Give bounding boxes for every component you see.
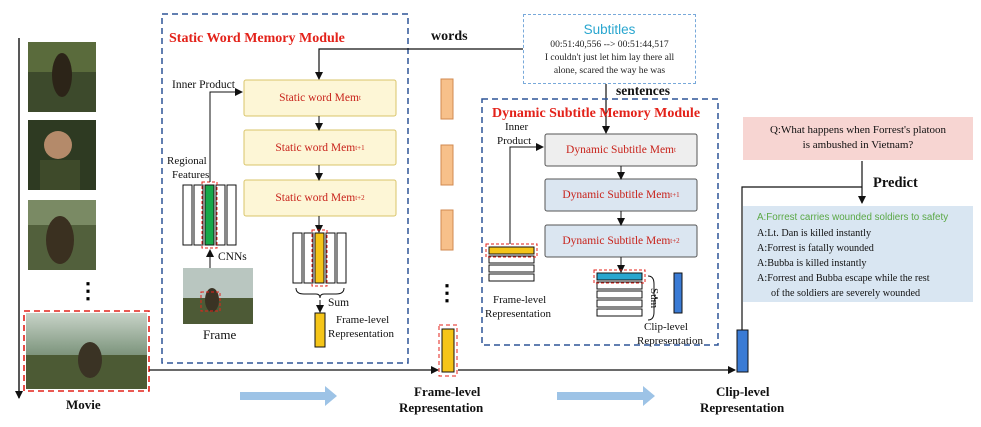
regional-label-2: Features — [172, 169, 210, 181]
static-mem-t — [243, 79, 397, 117]
frame-bar-1 — [440, 78, 454, 120]
frame-image — [183, 268, 253, 324]
dynamic-clip-level-2: Representation — [637, 335, 703, 347]
frame-bar-2 — [440, 144, 454, 186]
answer-option: A:Forrest and Bubba escape while the res… — [757, 273, 930, 284]
answer-option: A:Forrest carries wounded soldiers to sa… — [757, 212, 949, 223]
static-frame-level-bar — [314, 312, 326, 348]
frame-label: Frame — [203, 327, 237, 342]
question-line-2: is ambushed in Vietnam? — [802, 139, 914, 151]
answer-option: A:Lt. Dan is killed instantly — [757, 228, 872, 239]
regional-features-stack — [182, 181, 237, 249]
subtitles-line-1: I couldn't just let him lay there all — [544, 52, 675, 63]
sentences-label: sentences — [616, 83, 670, 98]
movie-frame-3 — [28, 200, 96, 270]
clip-level-bar — [736, 329, 749, 373]
question-line-1: Q:What happens when Forrest's platoon — [769, 124, 947, 136]
subtitles-title: Subtitles — [583, 22, 636, 37]
predict-label: Predict — [873, 175, 918, 191]
static-sum-label: Sum — [328, 297, 350, 309]
clip-level-bar-small — [673, 272, 683, 314]
question-box: Q:What happens when Forrest's platoon is… — [743, 117, 973, 160]
dynamic-inner-label-1: Inner — [505, 121, 529, 133]
answer-option: A:Forrest is fatally wounded — [757, 243, 874, 254]
static-frame-level-1: Frame-level — [336, 314, 390, 326]
regional-label-1: Regional — [167, 155, 207, 167]
dynamic-clip-level-1: Clip-level — [644, 321, 688, 333]
bottom-frame-level-2: Representation — [399, 400, 484, 415]
bottom-clip-level-1: Clip-level — [716, 384, 770, 399]
movie-frame-2 — [28, 120, 96, 190]
movie-dots: ⋮ — [77, 278, 99, 303]
dynamic-frame-level-2: Representation — [485, 308, 551, 320]
words-arrow — [315, 48, 523, 80]
flow-arrow-2 — [557, 386, 655, 406]
subtitles-box: Subtitles 00:51:40,556 --> 00:51:44,517 … — [523, 14, 696, 84]
dynamic-module-title: Dynamic Subtitle Memory Module — [492, 106, 701, 121]
subtitles-line-2: alone, scared the way he was — [553, 65, 666, 76]
bottom-clip-level-2: Representation — [700, 400, 785, 415]
answer-option: A:Bubba is killed instantly — [757, 258, 867, 269]
dynamic-sum-stack — [593, 269, 646, 317]
words-label: words — [431, 29, 468, 44]
movie-label: Movie — [66, 397, 101, 412]
dynamic-sum-label: Sum — [648, 288, 660, 309]
frame-bar-final — [441, 328, 455, 373]
frame-dots: ⋮ — [436, 280, 458, 305]
static-module-title: Static Word Memory Module — [169, 31, 345, 46]
dynamic-frame-stack — [485, 243, 538, 282]
dynamic-inner-product-arrow — [509, 143, 544, 244]
bottom-frame-level-1: Frame-level — [414, 384, 481, 399]
answer-option: of the soldiers are severely wounded — [771, 288, 921, 299]
inner-product-arrow — [209, 88, 243, 182]
cnns-label: CNNs — [218, 251, 247, 263]
movie-frame-1 — [28, 42, 96, 112]
static-frame-level-2: Representation — [328, 328, 394, 340]
dynamic-module-box — [481, 98, 719, 346]
static-module-box — [161, 13, 409, 364]
dynamic-inner-label-2: Product — [497, 135, 532, 147]
subtitles-timestamp: 00:51:40,556 --> 00:51:44,517 — [550, 39, 669, 50]
dynamic-frame-level-1: Frame-level — [493, 294, 547, 306]
movie-frame-4 — [23, 310, 150, 392]
flow-arrow-1 — [240, 386, 337, 406]
clip-to-predict-line — [741, 186, 862, 330]
frame-bar-3 — [440, 209, 454, 251]
answers-box: A:Forrest carries wounded soldiers to sa… — [743, 206, 973, 302]
inner-product-label: Inner Product — [172, 79, 235, 91]
static-sum-stack — [292, 229, 347, 287]
